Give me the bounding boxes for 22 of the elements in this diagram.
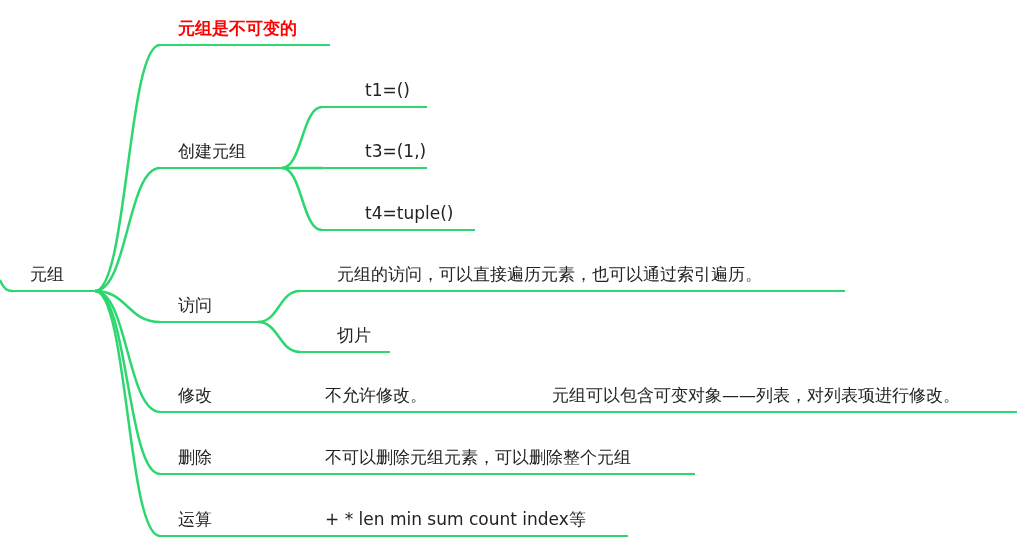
topic-text: 删除 [178, 446, 212, 468]
branch-connector [94, 43, 161, 293]
topic-text: 不允许修改。 [325, 384, 427, 406]
branch-connector [94, 166, 161, 293]
topic-text: 元组可以包含可变对象——列表，对列表项进行修改。 [552, 384, 960, 406]
topic-text: 访问 [178, 294, 212, 316]
topic-text: 切片 [337, 324, 371, 346]
topic-text: t1=() [365, 79, 410, 101]
topic-text: 元组 [30, 263, 64, 285]
topic-text: 修改 [178, 384, 212, 406]
topic-text: 元组的访问，可以直接遍历元素，也可以通过索引遍历。 [337, 263, 762, 285]
branch-connector [94, 289, 161, 538]
topic-text: 不可以删除元组元素，可以删除整个元组 [325, 446, 631, 468]
branch-connector [281, 166, 323, 232]
branch-connector [257, 320, 301, 354]
topic-text: t3=(1,) [365, 140, 427, 162]
topic-text: 元组是不可变的 [178, 17, 297, 39]
topic-text: 运算 [178, 508, 212, 530]
branch-connector [281, 105, 323, 170]
topic-text: t4=tuple() [365, 202, 454, 224]
topic-text: 创建元组 [178, 140, 246, 162]
topic-text: + * len min sum count index等 [325, 508, 586, 530]
